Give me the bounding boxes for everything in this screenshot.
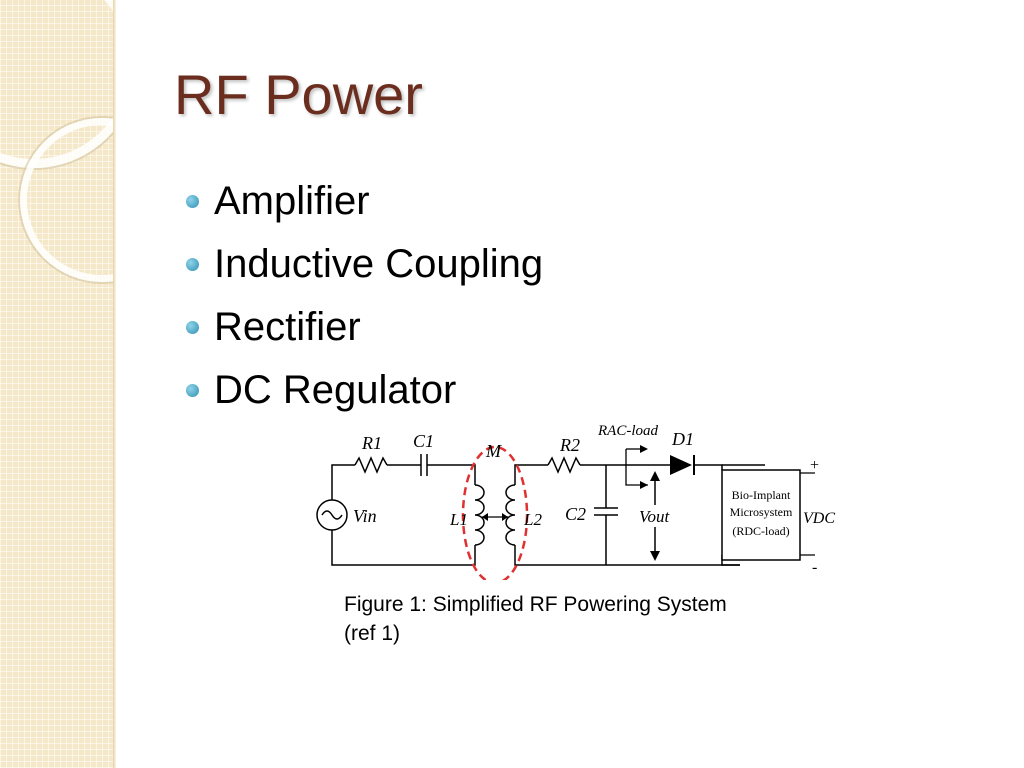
caption-line: (ref 1) [344,622,401,645]
bullet-text: DC Regulator [214,368,457,412]
rf-power-circuit-diagram: R1 C1 M Vin L1 L2 R2 RAC-load D1 C2 Vout… [316,423,835,580]
label-minus: - [812,559,817,576]
sidebar-edge [113,0,116,768]
bullet-text: Inductive Coupling [214,242,544,286]
coupling-arrow [482,513,508,521]
label-load-line2: Microsystem [730,505,793,519]
bullet-item: Inductive Coupling [186,233,543,296]
circuit-wires [316,454,765,566]
label-load-line3: (RDC-load) [732,524,789,538]
bullet-dot-icon [186,258,199,271]
inductor-l2-symbol [505,484,516,546]
bullet-item: Amplifier [186,170,543,233]
decorative-sidebar [0,0,113,768]
bullet-text: Amplifier [214,179,370,223]
caption-line: Figure 1: Simplified RF Powering System [344,593,727,616]
bio-implant-load-box [721,469,801,561]
bullet-dot-icon [186,195,199,208]
label-c1: C1 [413,431,434,451]
bullet-list: Amplifier Inductive Coupling Rectifier D… [186,170,543,422]
label-vout: Vout [639,507,671,526]
bullet-text: Rectifier [214,305,361,349]
label-vin: Vin [353,506,377,526]
label-c2: C2 [565,504,586,524]
label-plus: + [810,457,819,474]
figure-caption: Figure 1: Simplified RF Powering System … [344,590,824,648]
bullet-item: DC Regulator [186,359,543,422]
label-load-line1: Bio-Implant [732,488,791,502]
label-rac-load: RAC-load [597,423,658,439]
vout-arrows [650,471,660,561]
label-l2: L2 [523,510,542,529]
rac-load-markers [625,448,648,486]
label-d1: D1 [671,429,694,449]
label-m: M [485,441,502,461]
bullet-dot-icon [186,384,199,397]
bullet-dot-icon [186,321,199,334]
inductive-coupling-ellipse [461,445,529,580]
label-r1: R1 [361,433,382,453]
inductor-l1-symbol [474,484,485,546]
resistor-r2-symbol [547,456,581,474]
resistor-r1-symbol [354,456,388,474]
bullet-item: Rectifier [186,296,543,359]
capacitor-c1-symbol [420,454,428,476]
slide-title: RF Power [174,63,423,126]
capacitor-c2-symbol [594,465,618,565]
diode-d1-symbol [670,455,695,475]
label-l1: L1 [449,510,468,529]
label-vdc: VDC [803,510,835,527]
label-r2: R2 [559,435,580,455]
